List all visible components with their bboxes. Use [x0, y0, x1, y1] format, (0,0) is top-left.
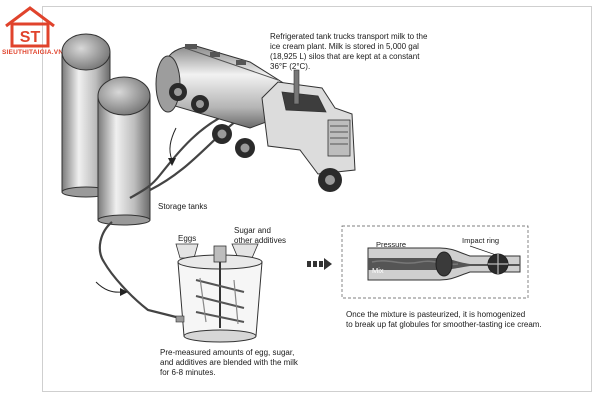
logo-mark: ST: [20, 29, 41, 46]
house-logo-icon: ST: [5, 6, 55, 48]
storage-to-mixer-pipe: [98, 221, 181, 320]
storage-tanks-label: Storage tanks: [158, 202, 208, 211]
impact-ring-label: Impact ring: [462, 236, 500, 245]
flow-arrow-head: [168, 158, 176, 166]
sugar-label-line-1: Sugar and: [234, 226, 271, 235]
site-logo: ST SIEUTHITAIGIA.VN: [0, 4, 80, 60]
silo-front: [97, 76, 151, 226]
truck-caption-line-3: (18,925 L) silos that are kept at a cons…: [270, 52, 420, 61]
next-step-arrow: [307, 258, 332, 270]
truck-caption-line-2: ice cream plant. Milk is stored in 5,000…: [270, 42, 419, 51]
pressure-bottom-label: Pressure: [376, 282, 407, 291]
mixer-flow-arrow-curve: [95, 281, 123, 293]
mixer-flow-arrow-head: [120, 288, 128, 296]
mixer-caption-line-2: and additives are blended with the milk: [160, 358, 298, 367]
mixing-vat: [175, 245, 263, 343]
eggs-label: Eggs: [178, 234, 197, 243]
sugar-label-line-2: other additives: [234, 236, 287, 245]
mixer-caption-line-1: Pre-measured amounts of egg, sugar,: [160, 348, 295, 357]
truck-caption-line-4: 36°F (2°C).: [270, 62, 311, 71]
tank-truck: [155, 44, 356, 192]
logo-name: SIEUTHITAIGIA.VN: [2, 49, 64, 56]
homogenize-caption-line-1: Once the mixture is pasteurized, it is h…: [346, 310, 526, 319]
truck-hose-1: [129, 110, 233, 199]
truck-caption-line-1: Refrigerated tank trucks transport milk …: [270, 32, 428, 41]
homogenize-caption-line-2: to break up fat globules for smoother-ta…: [346, 320, 542, 329]
mixer-caption-line-3: for 6-8 minutes.: [160, 368, 216, 377]
pressure-top-label: Pressure: [376, 240, 407, 249]
mix-label: Mix: [372, 266, 384, 275]
truck-hose-2: [149, 117, 241, 191]
homogenizer-cutaway: [341, 225, 529, 299]
flow-arrow-curve: [169, 127, 177, 161]
